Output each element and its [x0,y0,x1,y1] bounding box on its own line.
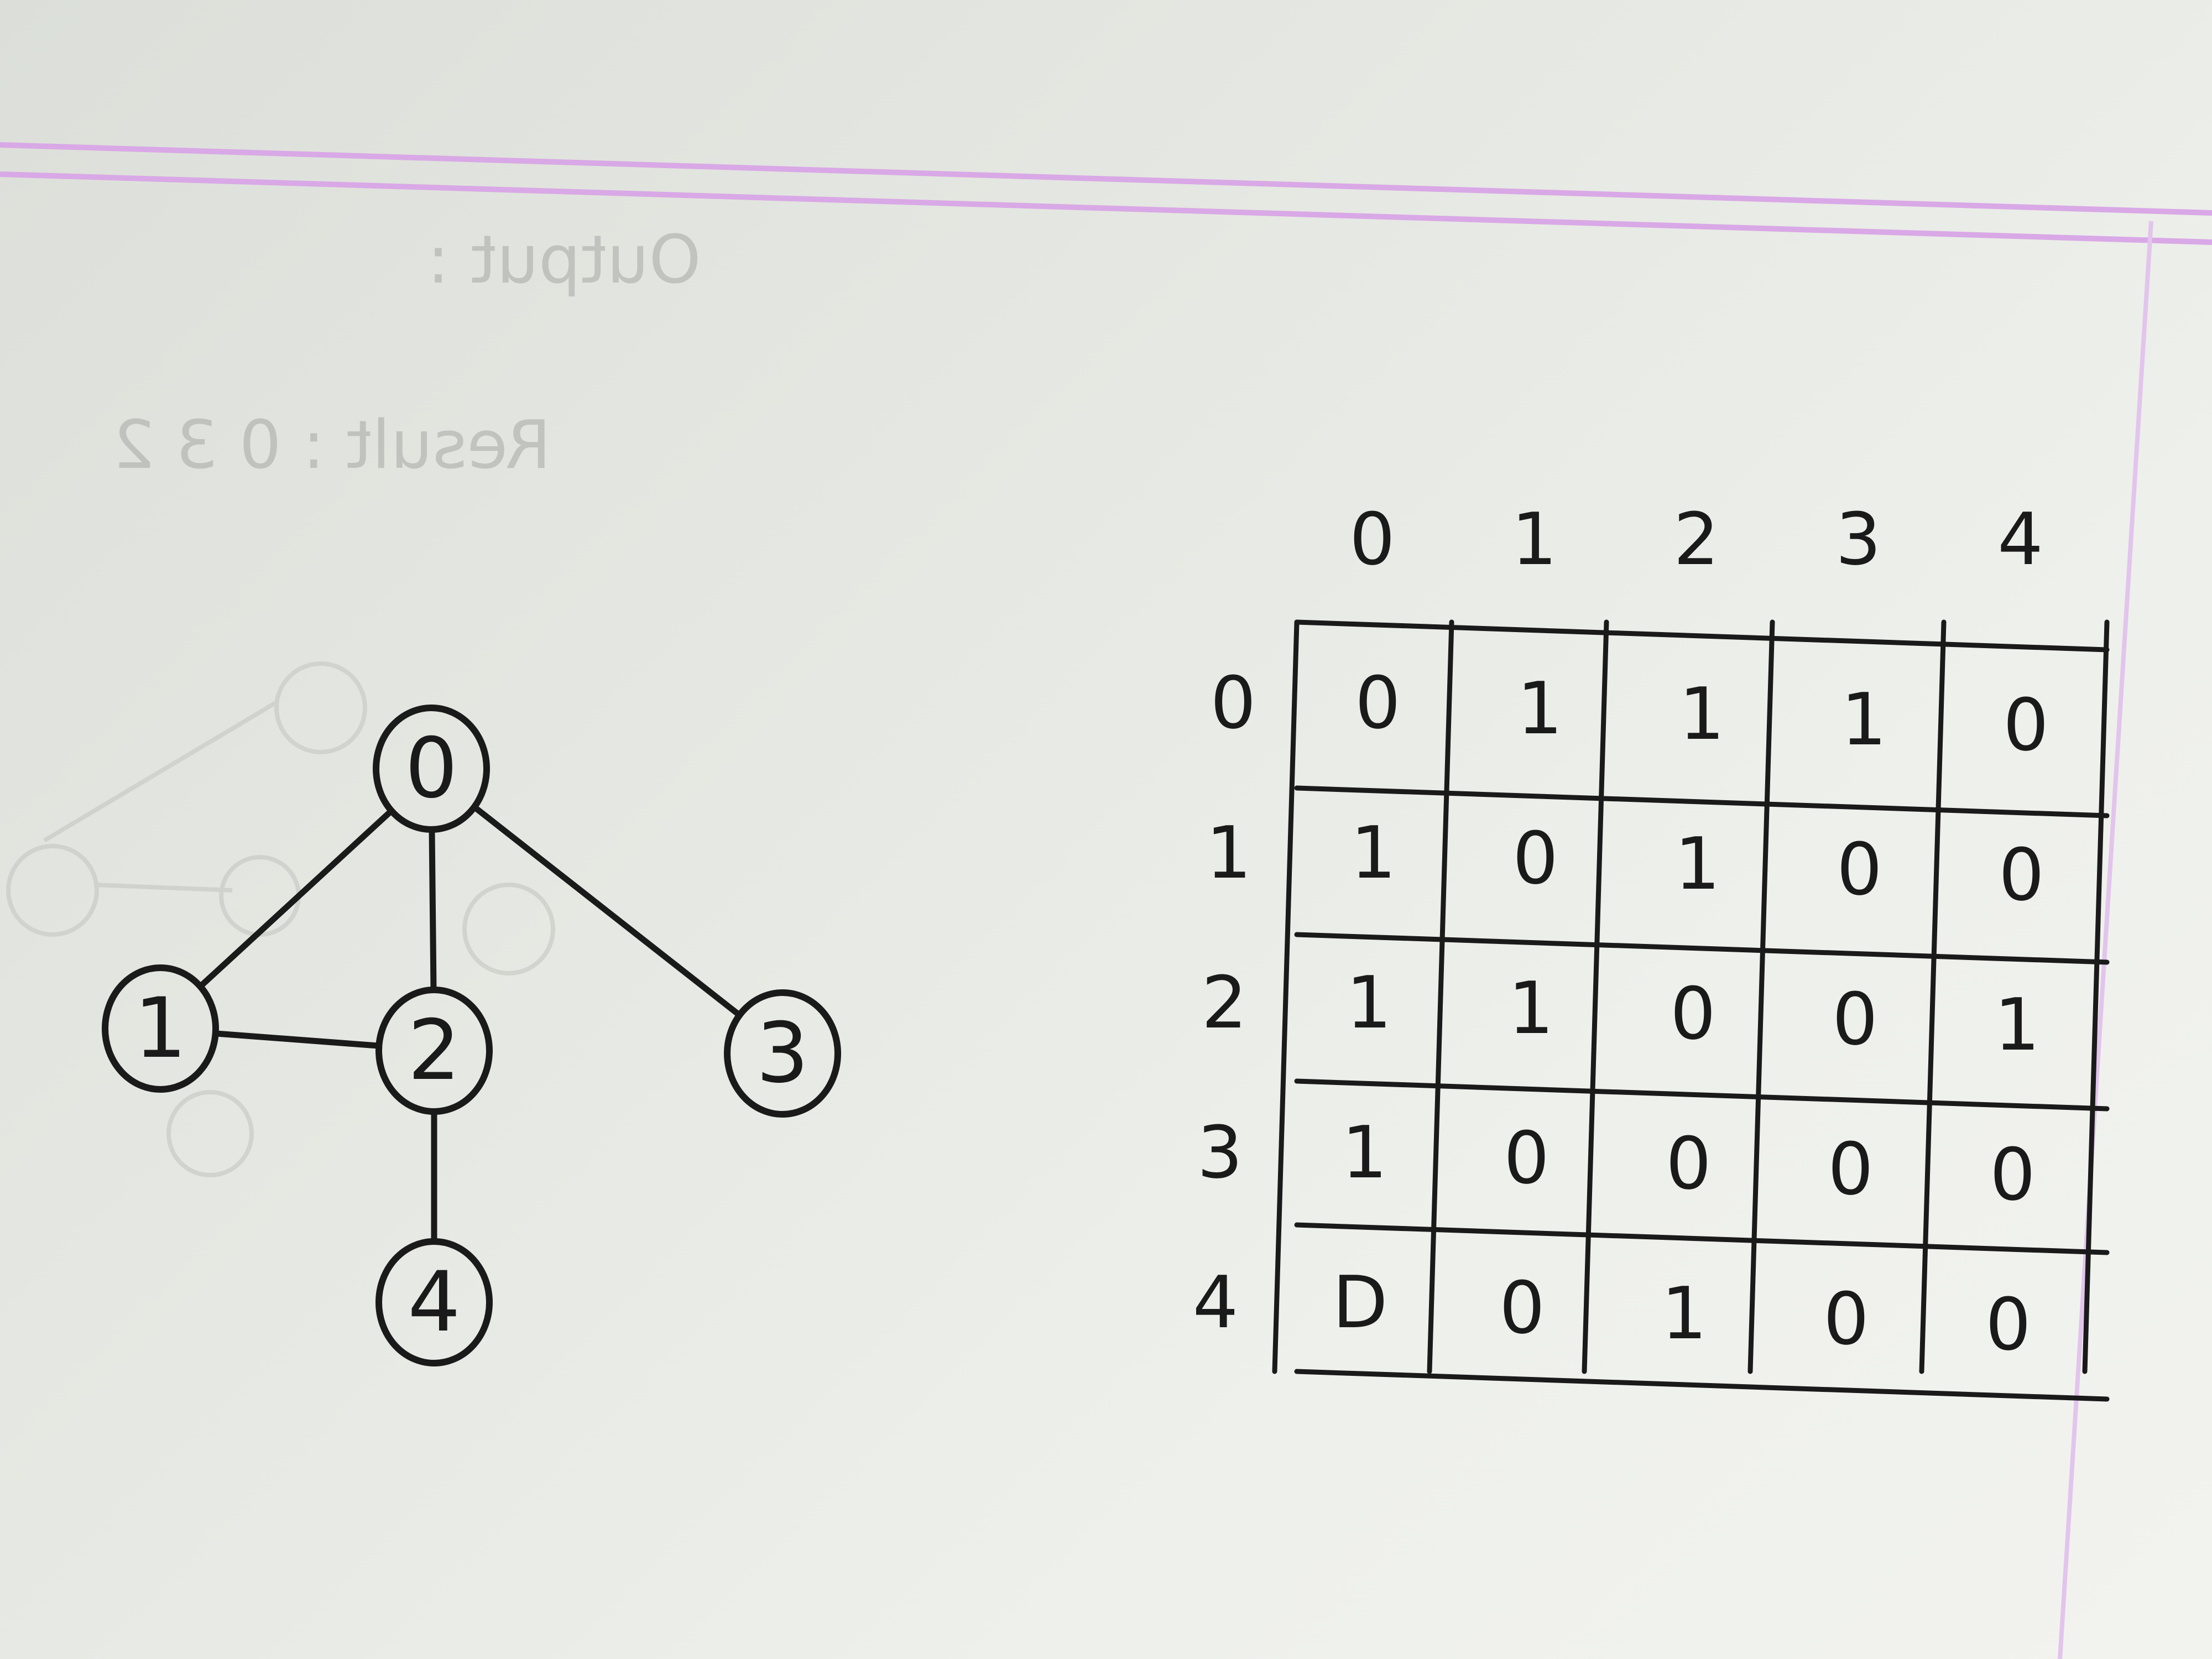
matrix-cell-2-0: 1 [1346,960,1392,1045]
ghost-circle [219,855,301,937]
matrix-cell-4-2: 1 [1661,1271,1707,1355]
margin-line-right [2058,221,2153,1659]
node-2-label: 2 [408,1003,461,1099]
matrix-cell-0-2: 1 [1679,671,1725,756]
matrix-cell-2-2: 0 [1670,971,1716,1056]
matrix-cell-0-4: 0 [2003,682,2049,767]
column-header-4: 4 [1997,497,2043,581]
matrix-cell-3-3: 0 [1828,1126,1874,1211]
ghost-line [43,700,278,843]
row-header-2: 2 [1201,960,1248,1045]
node-4-circle [375,1238,493,1366]
ghost-circle [166,1090,254,1177]
node-1-circle [102,964,219,1093]
grid-vline-1 [1427,619,1454,1374]
grid-vline-4 [1919,619,1947,1374]
node-0-circle [373,705,490,833]
node-3-label: 3 [756,1005,809,1102]
edge-0-2 [429,826,437,993]
matrix-cell-3-1: 0 [1504,1115,1550,1200]
margin-line-top [0,142,2212,216]
matrix-cell-2-1: 1 [1508,966,1554,1050]
matrix-cell-1-0: 1 [1350,810,1396,895]
ghost-circle [6,844,99,937]
column-header-0: 0 [1349,497,1395,581]
ghost-circle [462,883,555,975]
matrix-cell-1-2: 1 [1674,821,1720,906]
graph-edges [197,804,743,1245]
matrix-cell-4-1: 0 [1499,1265,1545,1350]
matrix-cell-0-0: 0 [1355,660,1401,745]
ghost-line [93,883,233,893]
matrix-cell-1-4: 0 [1999,832,2044,917]
matrix-cell-2-4: 1 [1994,982,2040,1067]
row-header-3: 3 [1197,1110,1243,1194]
matrix-cell-1-1: 0 [1512,816,1558,900]
grid-hline-2 [1294,932,2110,965]
matrix-cell-2-3: 0 [1832,977,1878,1061]
ghost-circle [274,661,367,754]
matrix-cell-3-4: 0 [1990,1132,2036,1217]
edge-0-3 [471,804,743,1019]
grid-vline-0 [1272,619,1300,1374]
ghost-output-text: Output : [427,221,701,299]
matrix-cell-0-1: 1 [1517,666,1563,750]
matrix-cell-4-3: 0 [1823,1276,1869,1361]
grid-vline-5 [2082,619,2110,1374]
grid-hline-3 [1294,1078,2110,1112]
adjacency-matrix-grid [1272,619,2110,1402]
matrix-cell-4-4: 0 [1985,1282,2031,1366]
graph-nodes [102,705,841,1366]
column-header-3: 3 [1835,497,1881,581]
margin-line-bottom [0,171,2212,245]
column-header-1: 1 [1511,497,1557,581]
edge-0-1 [197,807,395,990]
node-2-circle [375,987,493,1115]
grid-vline-2 [1582,619,1609,1374]
row-header-1: 1 [1206,810,1252,895]
row-header-4: 4 [1192,1260,1239,1344]
matrix-cell-3-2: 0 [1666,1121,1712,1206]
edge-1-2 [212,1030,382,1049]
grid-vline-3 [1747,619,1775,1374]
node-0-label: 0 [405,721,458,817]
ghost-result-text: Result : 0 3 2 [112,406,551,484]
column-header-2: 2 [1673,497,1719,581]
matrix-cell-4-0: D [1332,1260,1388,1344]
row-header-0: 0 [1210,660,1256,745]
matrix-cell-3-0: 1 [1342,1110,1387,1194]
node-3-circle [724,989,841,1118]
grid-hline-5 [1294,1369,2110,1402]
matrix-cell-0-3: 1 [1841,677,1887,761]
grid-hline-0 [1294,619,2110,653]
ruled-margin-lines [0,142,2212,1659]
matrix-cell-1-3: 0 [1837,827,1882,911]
node-4-label: 4 [408,1254,461,1350]
grid-hline-1 [1294,785,2110,818]
node-1-label: 1 [134,980,187,1077]
